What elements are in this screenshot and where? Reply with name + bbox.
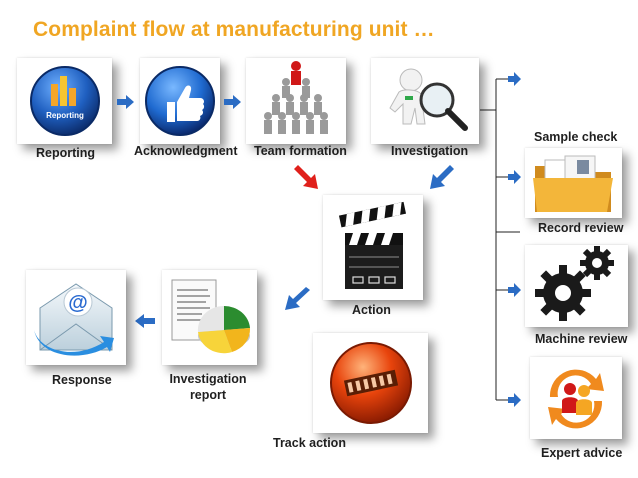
arrow-right-icon xyxy=(224,95,241,109)
slide-title: Complaint flow at manufacturing unit … xyxy=(33,18,435,41)
arrow-down-right-icon xyxy=(294,165,318,189)
magnifier-figure-icon xyxy=(389,68,468,131)
acknowledgment-card xyxy=(140,58,220,144)
svg-text:@: @ xyxy=(68,292,88,314)
clapperboard-icon xyxy=(338,201,407,289)
track-action-label: Track action xyxy=(273,436,346,450)
arrow-right-icon xyxy=(117,95,134,109)
investigation-report-label-line2: report xyxy=(189,388,227,402)
email-icon: @ xyxy=(34,283,114,356)
gears-icon xyxy=(535,246,614,321)
reporting-icon-text: Reporting xyxy=(46,111,84,120)
machine-review-card xyxy=(525,245,628,327)
response-label: Response xyxy=(52,373,112,387)
team-formation-label: Team formation xyxy=(254,144,347,158)
team-formation-card xyxy=(246,58,346,144)
arrow-left-icon xyxy=(135,314,155,328)
acknowledgment-label: Acknowledgment xyxy=(134,144,238,158)
action-card xyxy=(323,195,423,300)
arrow-down-left-icon xyxy=(430,165,454,189)
folder-icon xyxy=(533,155,613,212)
response-card: @ xyxy=(26,270,126,365)
investigation-report-card xyxy=(162,270,257,365)
report-pie-icon xyxy=(171,279,251,354)
investigation-label: Investigation xyxy=(391,144,469,158)
chart-icon: Reporting xyxy=(30,66,100,136)
reporting-label: Reporting xyxy=(36,146,96,160)
investigation-report-label: Investigation report xyxy=(160,372,256,402)
track-action-card xyxy=(313,333,428,433)
record-review-label: Record review xyxy=(538,221,624,235)
arrow-right-icon xyxy=(508,283,521,297)
expert-people-icon xyxy=(548,369,604,429)
team-pyramid-icon xyxy=(264,61,328,134)
thumbs-up-icon xyxy=(145,66,215,136)
expert-advice-card xyxy=(530,357,622,439)
investigation-report-label-line1: Investigation xyxy=(169,372,247,386)
arrow-right-icon xyxy=(508,72,521,86)
action-label: Action xyxy=(352,303,391,317)
expert-advice-label: Expert advice xyxy=(541,446,623,460)
machine-review-label: Machine review xyxy=(535,332,628,346)
arrow-right-icon xyxy=(508,170,521,184)
sample-check-label: Sample check xyxy=(534,130,618,144)
reporting-card: Reporting xyxy=(17,58,112,144)
arrow-right-icon xyxy=(508,393,521,407)
record-review-card xyxy=(525,148,622,218)
film-strip-icon xyxy=(330,342,412,424)
arrow-down-left-icon xyxy=(285,287,310,310)
investigation-card xyxy=(371,58,479,144)
